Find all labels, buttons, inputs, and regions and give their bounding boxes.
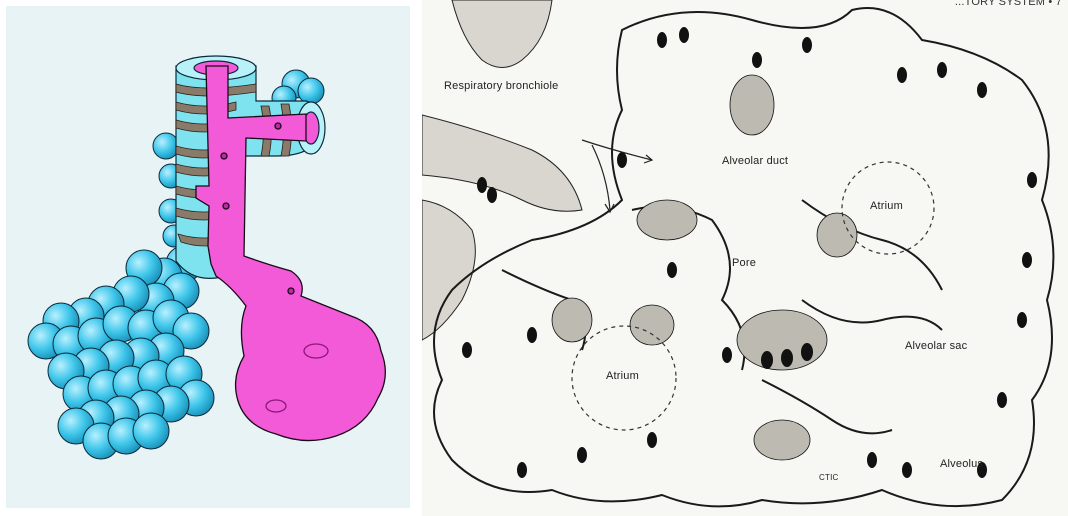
label-alveolar-sac: Alveolar sac [905, 340, 967, 352]
label-pore: Pore [732, 257, 756, 269]
airway-illustration [6, 6, 410, 508]
arrows [582, 140, 652, 212]
histology-drawing: ...TORY SYSTEM • 7 Respiratory bronchiol… [422, 0, 1068, 516]
label-alveolar-duct: Alveolar duct [722, 155, 788, 167]
label-alveolus: Alveolus [940, 458, 983, 470]
bronchiole-epithelium [422, 0, 582, 340]
airway-lumen [196, 66, 385, 441]
label-atrium-upper: Atrium [870, 200, 903, 212]
signature: CTIC [819, 473, 838, 482]
header-fragment: ...TORY SYSTEM • 7 [955, 0, 1062, 8]
label-respiratory-bronchiole: Respiratory bronchiole [444, 80, 558, 92]
airway-illustration-svg [6, 6, 410, 508]
cell-clusters [552, 75, 857, 460]
label-atrium-lower: Atrium [606, 370, 639, 382]
